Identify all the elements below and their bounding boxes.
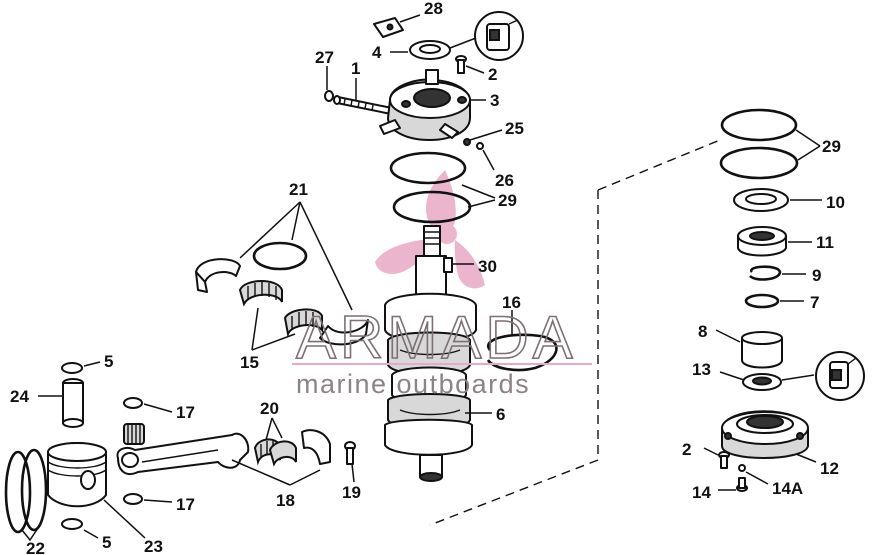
- part-3-bearing-housing: [379, 69, 471, 142]
- callout-8: 8: [698, 322, 707, 341]
- part-15-needle-bearing-cage: [238, 280, 323, 338]
- part-24-wrist-pin: [62, 378, 84, 428]
- callout-26: 26: [495, 171, 514, 190]
- part-16-retaining-ring: [486, 333, 558, 372]
- part-29-o-ring: [389, 151, 467, 185]
- part-rod-cap: [301, 429, 331, 465]
- callout-23: 23: [144, 537, 163, 555]
- dashed-boundary: [429, 139, 721, 526]
- part-17-thrust-washer: [123, 493, 143, 505]
- callout-14: 14: [692, 483, 711, 502]
- callout-15: 15: [240, 353, 259, 372]
- part-21-bearing-half: [195, 258, 241, 293]
- callout-2: 2: [682, 440, 691, 459]
- callout-30: 30: [478, 257, 497, 276]
- watermark-tagline: marine outboards: [296, 369, 530, 399]
- part-13-seal: [742, 373, 782, 391]
- part-25-pin: [463, 138, 471, 146]
- callout-2: 2: [488, 65, 497, 84]
- callout-7: 7: [810, 293, 819, 312]
- part-4-oil-seal: [409, 40, 451, 60]
- part-29-o-ring: [720, 108, 798, 142]
- part-14-screw: [736, 477, 748, 492]
- callout-13: 13: [692, 360, 711, 379]
- callout-29: 29: [822, 137, 841, 156]
- part-18-connecting-rod: [116, 432, 250, 476]
- callout-4: 4: [372, 43, 382, 62]
- watermark-brand: ARMADA: [296, 304, 577, 371]
- callout-5: 5: [102, 533, 111, 552]
- part-1-bolt: [333, 95, 393, 115]
- callout-10: 10: [826, 193, 845, 212]
- callout-21: 21: [289, 180, 308, 199]
- callout-3: 3: [490, 91, 499, 110]
- part-needle-bearing: [123, 423, 145, 445]
- part-22-piston-rings: [4, 448, 48, 534]
- callout-29: 29: [498, 191, 517, 210]
- sealant-tube-icon: [815, 351, 865, 401]
- part-11-ball-bearing: [737, 226, 787, 257]
- callout-20: 20: [260, 399, 279, 418]
- callout-28: 28: [424, 0, 443, 18]
- callout-17: 17: [176, 403, 195, 422]
- part-12-bearing-housing: [721, 410, 809, 459]
- part-30-key: [443, 257, 453, 273]
- part-19-rod-bolt: [344, 441, 356, 465]
- part-14a-washer: [738, 464, 746, 472]
- part-2-screw: [718, 451, 730, 469]
- part-10-seal: [733, 188, 789, 212]
- part-7-snap-ring: [744, 293, 780, 309]
- callout-18: 18: [276, 491, 295, 510]
- part-27-washer: [324, 90, 334, 102]
- callout-1: 1: [351, 59, 360, 78]
- callout-9: 9: [812, 266, 821, 285]
- part-26-pin: [476, 142, 484, 150]
- part-17-thrust-washer: [123, 397, 143, 409]
- part-21-bearing-half: [319, 319, 369, 346]
- watermark-propeller-logo: [375, 170, 485, 289]
- part-5-wrist-pin-clip: [61, 518, 83, 530]
- callout-24: 24: [10, 387, 29, 406]
- callout-16: 16: [502, 293, 521, 312]
- part-8-bearing-cup: [741, 331, 783, 369]
- callout-19: 19: [342, 483, 361, 502]
- callout-5: 5: [104, 352, 113, 371]
- part-21-retainer-ring: [252, 241, 308, 271]
- part-29-o-ring: [719, 146, 799, 180]
- part-28-lock-tab: [373, 17, 404, 38]
- callout-12: 12: [820, 459, 839, 478]
- part-2-screw: [455, 55, 467, 74]
- sealant-tube-icon: [474, 11, 524, 61]
- callout-14a: 14A: [772, 479, 803, 498]
- callout-17: 17: [176, 495, 195, 514]
- part-9-retaining-ring: [749, 265, 782, 281]
- part-20-needle-bearing: [253, 438, 297, 467]
- part-5-wrist-pin-clip: [61, 362, 83, 374]
- callout-27: 27: [315, 48, 334, 67]
- part-23-piston: [47, 442, 107, 508]
- callout-22: 22: [26, 539, 45, 555]
- callout-6: 6: [496, 405, 505, 424]
- callout-11: 11: [816, 233, 834, 252]
- callout-25: 25: [505, 119, 524, 138]
